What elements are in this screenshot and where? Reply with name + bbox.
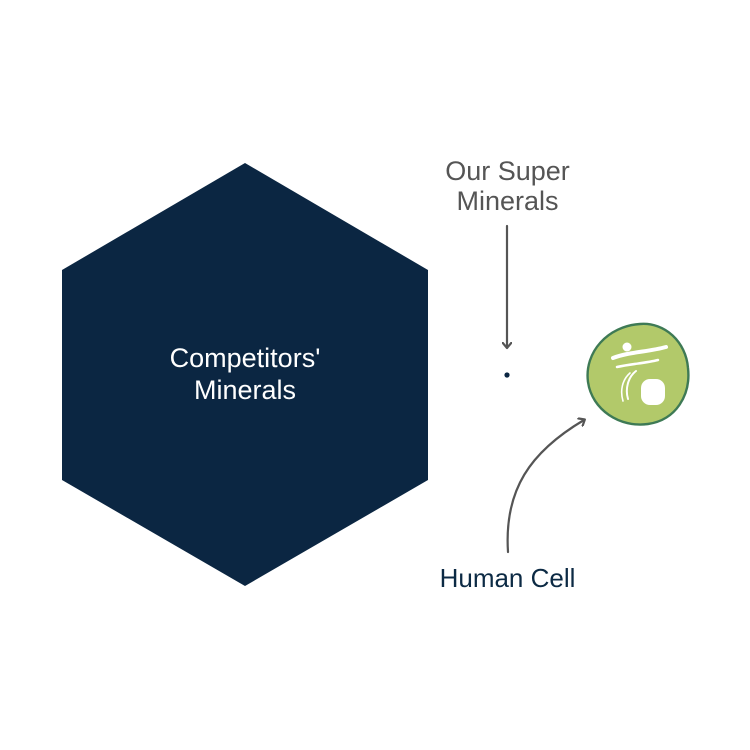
competitors-label-line2: Minerals [193, 375, 297, 405]
cell-nucleus [641, 379, 665, 405]
cell-organelle-arc [625, 370, 637, 400]
cell-organelle-swoosh [611, 345, 668, 360]
cell-organelle-dot [622, 342, 632, 352]
competitors-minerals-label: Competitors' Minerals [95, 342, 395, 406]
super-minerals-label: Our Super Minerals [410, 156, 605, 216]
human-cell-arrow [506, 420, 584, 554]
super-label-line1: Our Super [445, 156, 570, 186]
competitors-hexagon [62, 163, 428, 586]
super-label-line2: Minerals [456, 186, 559, 216]
cell-membrane [586, 322, 690, 426]
human-cell-icon [586, 322, 690, 426]
cell-organelle-arc [620, 372, 631, 402]
cell-organelle-swoosh [615, 358, 660, 369]
human-cell-label: Human Cell [439, 563, 576, 593]
competitors-label-line1: Competitors' [169, 343, 321, 373]
super-mineral-dot [504, 372, 510, 378]
